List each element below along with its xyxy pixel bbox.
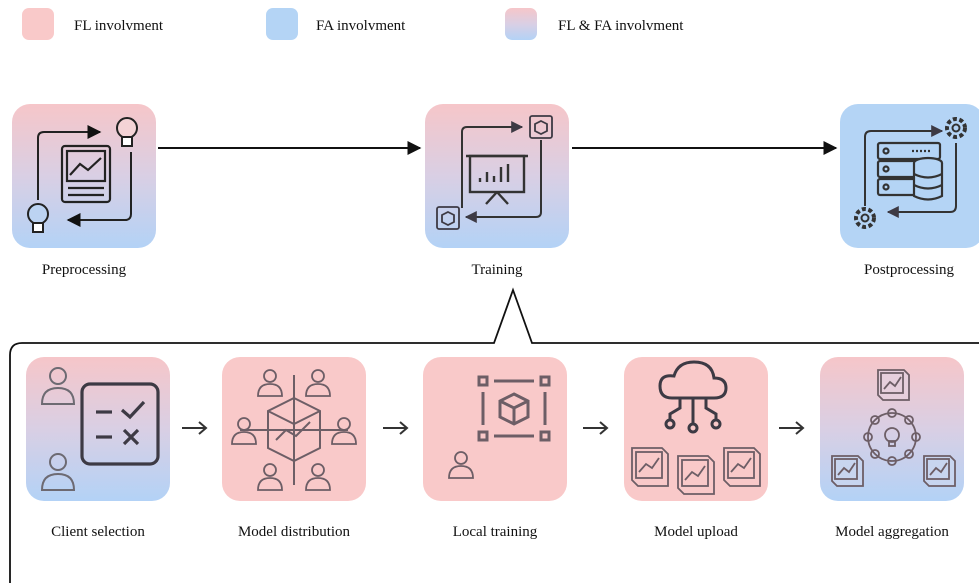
training-detail-frame bbox=[9, 287, 979, 583]
checklist-icon bbox=[80, 382, 160, 466]
training-label: Training bbox=[471, 262, 523, 278]
arrow-right-icon bbox=[779, 421, 805, 435]
model-distribution-label: Model distribution bbox=[237, 524, 351, 540]
client-selection-tile bbox=[26, 357, 170, 501]
report-chart-icon bbox=[60, 144, 112, 204]
legend-label-fa: FA involvment bbox=[316, 18, 406, 34]
cloud-network-icon bbox=[658, 360, 728, 434]
legend-swatch-fa bbox=[266, 8, 298, 40]
local-training-label: Local training bbox=[452, 524, 538, 540]
user-icon bbox=[231, 369, 357, 491]
lightbulb-icon bbox=[863, 408, 921, 466]
model-cube-icon bbox=[436, 206, 460, 230]
arrow-right-icon bbox=[182, 421, 208, 435]
model-cube-icon bbox=[529, 115, 553, 139]
legend-swatch-fl bbox=[22, 8, 54, 40]
user-icon bbox=[40, 367, 76, 405]
model-aggregation-label: Model aggregation bbox=[835, 524, 949, 540]
user-icon bbox=[40, 453, 76, 491]
presentation-chart-icon bbox=[466, 154, 528, 205]
arrow-right-icon bbox=[383, 421, 409, 435]
model-cube-icon bbox=[877, 369, 910, 401]
postprocessing-label: Postprocessing bbox=[864, 262, 954, 278]
user-icon bbox=[448, 451, 474, 479]
lightbulb-icon bbox=[27, 203, 49, 233]
client-selection-label: Client selection bbox=[51, 524, 145, 540]
legend-label-fl: FL involvment bbox=[74, 18, 164, 34]
model-cube-icon bbox=[631, 447, 761, 495]
server-database-icon bbox=[876, 141, 944, 201]
model-upload-label: Model upload bbox=[654, 524, 738, 540]
model-cube-icon bbox=[240, 375, 348, 485]
gear-icon bbox=[854, 207, 876, 229]
preprocessing-label: Preprocessing bbox=[41, 262, 127, 278]
legend-label-both: FL & FA involvment bbox=[558, 18, 684, 34]
model-cube-icon bbox=[831, 455, 956, 487]
lightbulb-icon bbox=[116, 117, 138, 147]
legend-swatch-both bbox=[505, 8, 537, 40]
gear-icon bbox=[945, 117, 967, 139]
arrow-right-icon bbox=[583, 421, 609, 435]
model-cube-icon bbox=[477, 375, 551, 442]
